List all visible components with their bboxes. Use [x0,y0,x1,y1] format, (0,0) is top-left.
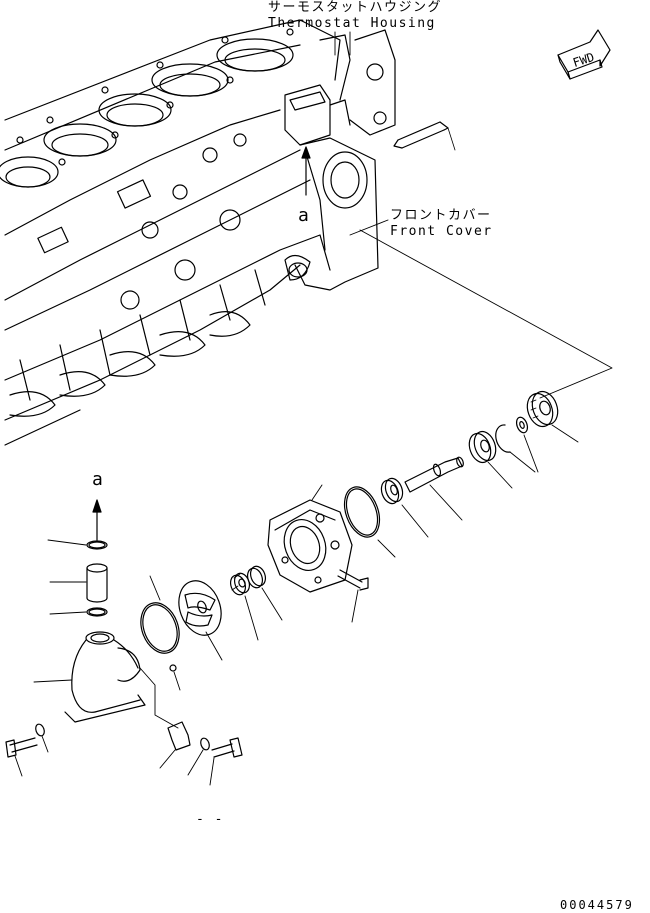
front-cover-label-en: Front Cover [390,224,493,239]
pump-seal [380,477,429,538]
small-screw [337,569,369,623]
bracket [159,721,191,769]
water-pump-body [267,484,353,593]
o-ring-lower [49,607,108,617]
o-ring-upper [47,539,108,550]
washer-left [35,723,49,753]
cylinder-block [0,19,341,446]
view-a-label-bottom: a [92,469,105,490]
cover-bolt [393,121,456,151]
fwd-arrow: FWD [557,29,611,80]
front-cover-part [284,137,379,291]
pump-gear [526,390,579,443]
water-pipe [49,563,108,603]
pump-shaft [404,456,464,521]
view-a-label-top: a [298,205,311,226]
pump-bearing [468,430,513,489]
thermostat-housing-part [284,29,396,146]
fwd-text: FWD [571,50,596,70]
washer-right [187,737,210,776]
thermostat-housing-label-jp: サーモスタットハウジング [268,0,443,15]
view-a-arrow-bottom [92,499,102,541]
bolt-left [5,737,38,777]
small-ball [169,664,181,691]
snap-ring [495,424,536,473]
view-a-arrow-top [301,146,311,196]
thermostat-housing-label-en: Thermostat Housing [268,16,436,31]
pump-washer [515,416,539,473]
pump-o-ring-large [343,486,396,558]
impeller-o-ring [140,575,180,654]
drawing-number: 00044579 [560,898,634,912]
bolt-right [209,737,243,786]
mechanical-seal [229,572,259,641]
pump-seal-small [246,565,283,621]
front-cover-label-jp: フロントカバー [390,208,492,223]
water-inlet-elbow [33,631,179,729]
impeller [178,580,223,661]
dash-mark: - - [196,812,224,827]
